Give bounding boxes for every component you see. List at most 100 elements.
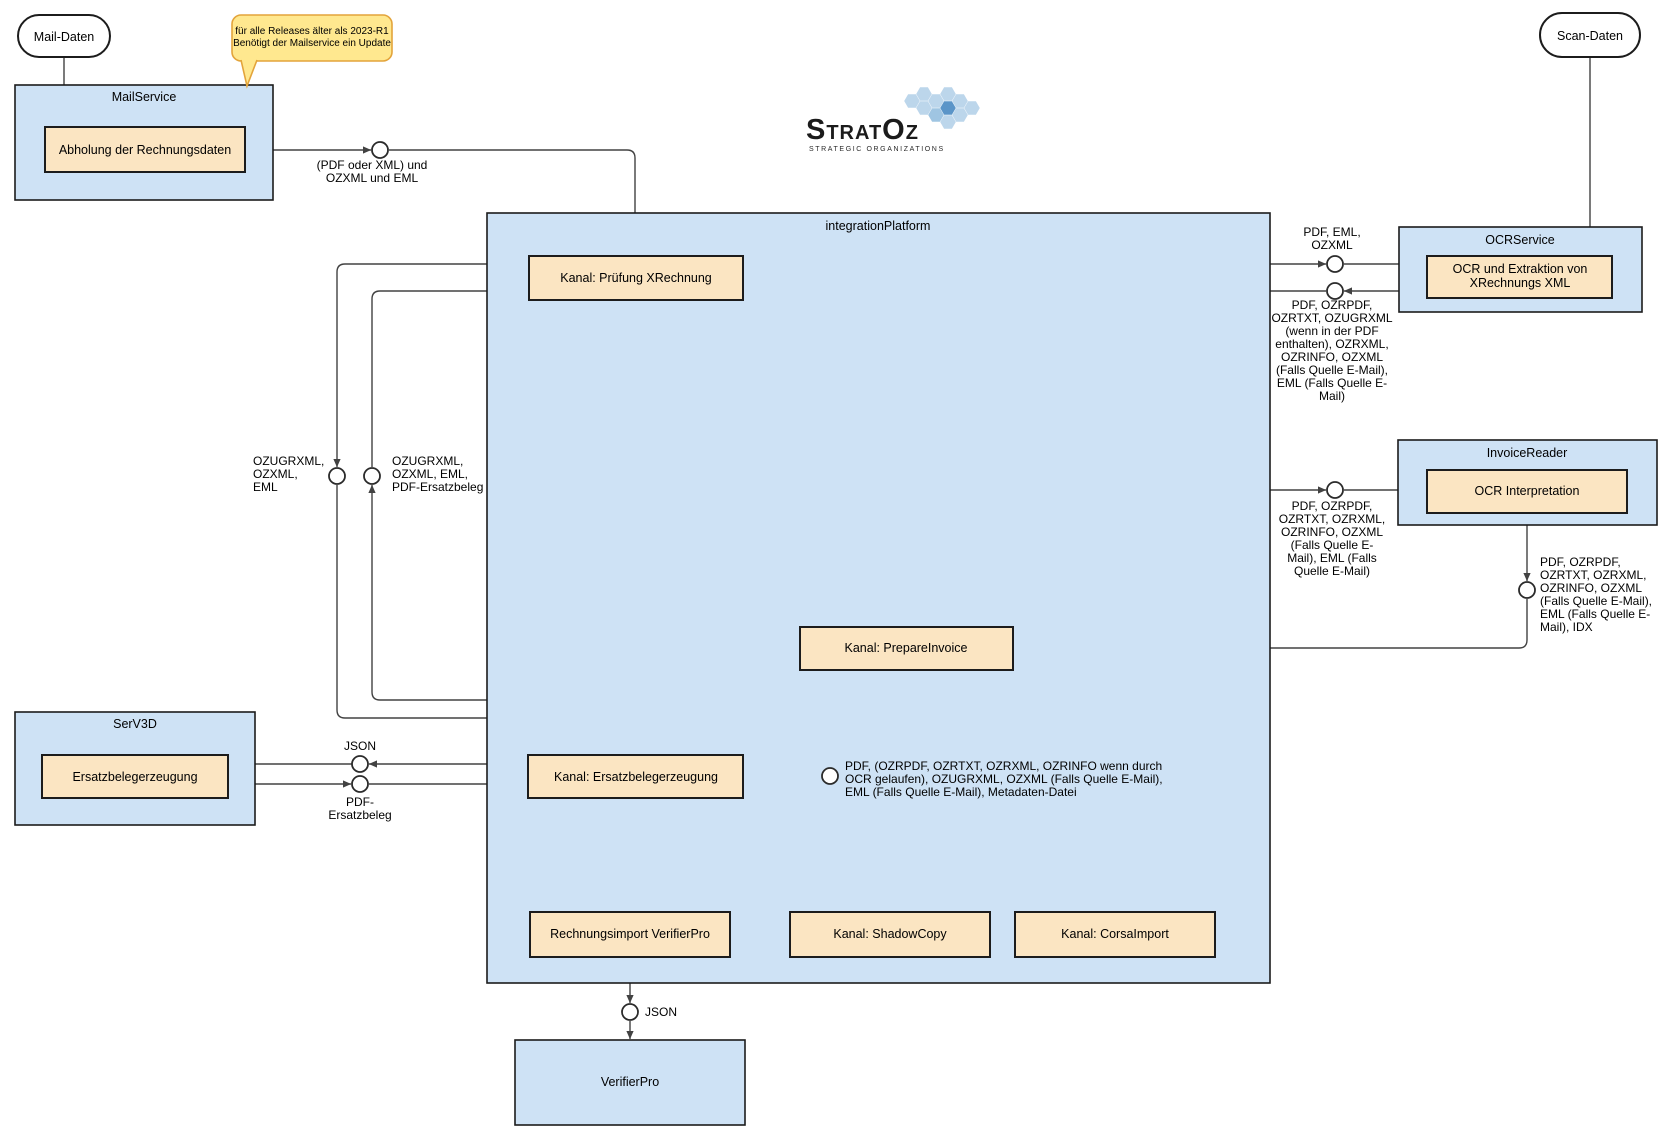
node-pruefung-xrechnung-label: Kanal: Prüfung XRechnung <box>560 271 712 285</box>
edge-label-invoicereader-in-5: Mail), EML (Falls <box>1287 551 1377 565</box>
container-invoicereader-label: InvoiceReader <box>1487 446 1568 460</box>
waypoint-invoicereader-in <box>1326 481 1344 499</box>
node-kanal-shadowcopy-label: Kanal: ShadowCopy <box>833 927 947 941</box>
edge-label-prepare-out-2: OCR gelaufen), OZUGRXML, OZXML (Falls Qu… <box>845 772 1163 786</box>
edge-label-loop-out-1: OZUGRXML, <box>253 454 324 468</box>
node-ocr-extraktion-label-1: OCR und Extraktion von <box>1453 262 1588 276</box>
waypoint-loop-in <box>363 467 381 485</box>
waypoint-prepare-out <box>821 767 839 785</box>
edge-label-loop-in-3: PDF-Ersatzbeleg <box>392 480 483 494</box>
edge-label-invoicereader-out-5: EML (Falls Quelle E- <box>1540 607 1650 621</box>
logo-hexagon <box>928 108 944 122</box>
stratoz-logo-wordmark: StratOz <box>806 114 919 146</box>
edge-label-ocr-in-2: OZXML <box>1311 238 1353 252</box>
edge-label-invoicereader-in-4: (Falls Quelle E- <box>1291 538 1374 552</box>
logo-hexagon <box>916 101 932 115</box>
node-kanal-ersatzbelegerzeugung <box>527 754 744 799</box>
edge-label-ocr-return-4: enthalten), OZRXML, <box>1275 337 1388 351</box>
container-verifierpro-label: VerifierPro <box>601 1075 659 1089</box>
edge-loop-in-b <box>371 287 529 467</box>
waypoint-pdf-ersatzbeleg <box>351 775 369 793</box>
logo-hexagon <box>916 87 932 101</box>
edge-label-ocr-return-6: (Falls Quelle E-Mail), <box>1276 363 1388 377</box>
callout-note: für alle Releases älter als 2023-R1 Benö… <box>231 14 393 89</box>
edge-label-mail-out-2: OZXML und EML <box>326 171 419 185</box>
edge-label-invoicereader-out-4: (Falls Quelle E-Mail), <box>1540 594 1652 608</box>
node-pruefung-xrechnung <box>528 255 744 301</box>
edge-label-invoicereader-out-1: PDF, OZRPDF, <box>1540 555 1621 569</box>
edge-label-ocr-return-7: EML (Falls Quelle E- <box>1277 376 1387 390</box>
node-kanal-corsaimport <box>1014 911 1216 958</box>
node-ocr-interpretation <box>1426 469 1628 514</box>
node-kanal-ersatzbelegerzeugung-label: Kanal: Ersatzbelegerzeugung <box>554 770 718 784</box>
edge-label-invoicereader-in-3: OZRINFO, OZXML <box>1281 525 1383 539</box>
node-abholung-label: Abholung der Rechnungsdaten <box>59 143 231 157</box>
node-prepareinvoice-label: Kanal: PrepareInvoice <box>845 641 968 655</box>
edge-label-loop-out-2: OZXML, <box>253 467 298 481</box>
edge-label-pdf-ersatzbeleg-2: Ersatzbeleg <box>328 808 391 822</box>
stratoz-logo: StratOz STRATEGIC ORGANIZATIONS <box>806 87 980 153</box>
edge-label-json-verifierpro: JSON <box>645 1005 677 1019</box>
waypoint-loop-out <box>328 467 346 485</box>
logo-hexagon <box>952 94 968 108</box>
edge-label-invoicereader-in-6: Quelle E-Mail) <box>1294 564 1370 578</box>
node-ocr-interpretation-label: OCR Interpretation <box>1475 484 1580 498</box>
callout-bubble <box>231 14 393 62</box>
waypoint-invoicereader-out <box>1518 581 1536 599</box>
logo-hexagon <box>940 87 956 101</box>
callout-line-2: Benötigt der Mailservice ein Update <box>233 38 391 49</box>
node-ocr-extraktion-label-2: XRechnungs XML <box>1470 276 1571 290</box>
edge-invoicereader-to-prepareinvoice <box>1013 599 1528 652</box>
edge-label-invoicereader-in-1: PDF, OZRPDF, <box>1292 499 1373 513</box>
edge-label-mail-out-1: (PDF oder XML) und <box>317 158 428 172</box>
logo-hexagon <box>928 94 944 108</box>
terminator-scan-daten <box>1539 12 1641 58</box>
terminator-mail-daten-label: Mail-Daten <box>34 30 94 44</box>
container-integration-platform <box>486 212 1271 984</box>
stratoz-logo-subtitle: STRATEGIC ORGANIZATIONS <box>809 146 945 153</box>
edge-label-ocr-return-5: OZRINFO, OZXML <box>1281 350 1383 364</box>
logo-hexagon <box>940 115 956 129</box>
logo-hexagon <box>964 101 980 115</box>
node-rechnungsimport-verifierpro <box>529 911 731 958</box>
waypoint-json-verifierpro <box>621 1003 639 1021</box>
stratoz-logo-hexagons-icon <box>904 87 980 129</box>
container-integration-platform-label: integrationPlatform <box>826 219 931 233</box>
edge-label-ocr-return-8: Mail) <box>1319 389 1345 403</box>
logo-hexagon <box>952 108 968 122</box>
container-verifierpro <box>514 1039 746 1126</box>
edge-label-prepare-out-3: EML (Falls Quelle E-Mail), Metadaten-Dat… <box>845 785 1077 799</box>
terminator-mail-daten <box>17 14 111 58</box>
node-ersatzbelegerzeugung-serv3d-label: Ersatzbelegerzeugung <box>72 770 197 784</box>
edge-label-invoicereader-out-3: OZRINFO, OZXML <box>1540 581 1642 595</box>
edge-abholung-to-pruefung <box>389 149 639 256</box>
node-rechnungsimport-verifierpro-label: Rechnungsimport VerifierPro <box>550 927 710 941</box>
container-serv3d-label: SerV3D <box>113 717 157 731</box>
container-mailservice-label: MailService <box>112 90 177 104</box>
callout-tail-outline <box>240 59 258 89</box>
callout-tail-fill <box>241 60 257 86</box>
edge-label-invoicereader-in-2: OZRTXT, OZRXML, <box>1279 512 1385 526</box>
edge-label-loop-in-2: OZXML, EML, <box>392 467 468 481</box>
waypoint-ocr-return <box>1326 282 1344 300</box>
node-kanal-corsaimport-label: Kanal: CorsaImport <box>1061 927 1169 941</box>
edge-label-ocr-return-1: PDF, OZRPDF, <box>1292 298 1373 312</box>
terminator-scan-daten-label: Scan-Daten <box>1557 29 1623 43</box>
edge-label-json-serv3d: JSON <box>344 739 376 753</box>
edge-label-loop-in-1: OZUGRXML, <box>392 454 463 468</box>
node-kanal-shadowcopy <box>789 911 991 958</box>
edge-label-invoicereader-out-2: OZRTXT, OZRXML, <box>1540 568 1646 582</box>
container-ocrservice-label: OCRService <box>1485 233 1555 247</box>
edge-label-prepare-out-1: PDF, (OZRPDF, OZRTXT, OZRXML, OZRINFO we… <box>845 759 1162 773</box>
node-ocr-extraktion <box>1426 255 1613 299</box>
logo-hexagon <box>904 94 920 108</box>
waypoint-json-out <box>351 755 369 773</box>
waypoint-mail-out <box>371 141 389 159</box>
edge-label-ocr-in-1: PDF, EML, <box>1303 225 1360 239</box>
edge-label-invoicereader-out-6: Mail), IDX <box>1540 620 1593 634</box>
logo-hexagon <box>940 101 956 115</box>
waypoint-ocr-in <box>1326 255 1344 273</box>
node-ersatzbelegerzeugung-serv3d <box>41 754 229 799</box>
